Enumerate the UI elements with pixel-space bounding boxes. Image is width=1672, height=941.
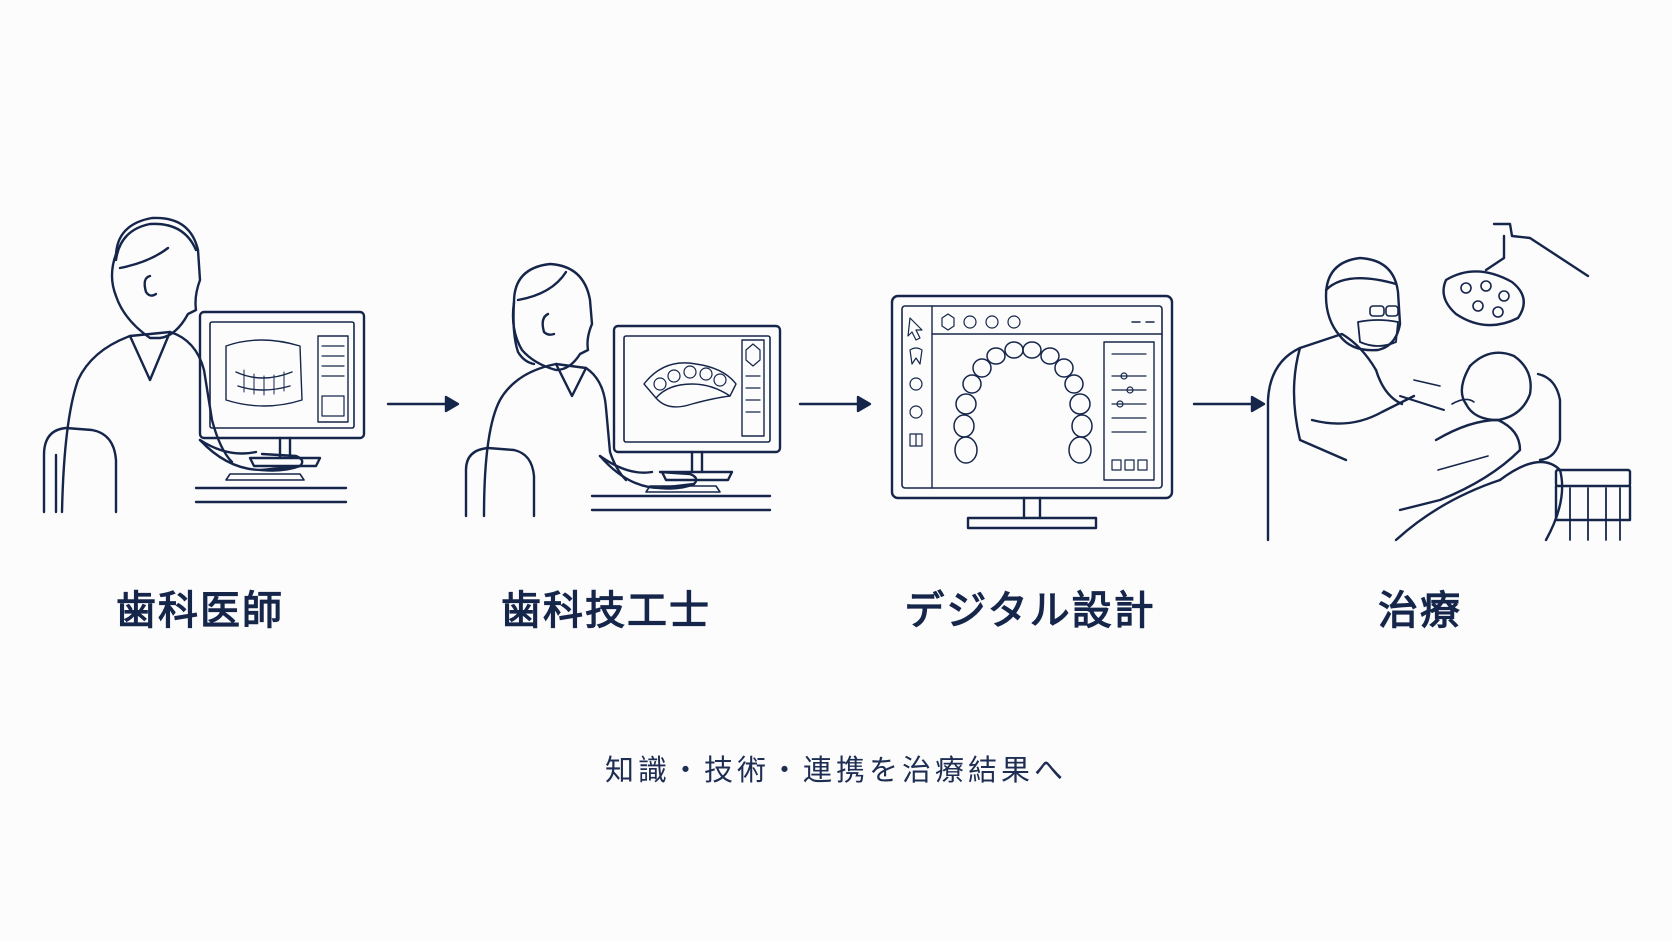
step-label-dentist: 歯科医師 xyxy=(116,588,284,634)
step-label-treatment: 治療 xyxy=(1378,588,1462,634)
dental-technician-at-monitor-icon xyxy=(464,262,782,518)
dentist-at-monitor-icon xyxy=(42,216,366,514)
arrow-right-icon xyxy=(798,395,872,413)
arrow-right-icon xyxy=(1192,395,1266,413)
tagline: 知識・技術・連携を治療結果へ xyxy=(604,753,1067,787)
arrow-right-icon xyxy=(386,395,460,413)
step-label-dental-technician: 歯科技工士 xyxy=(501,588,711,634)
digital-design-monitor-icon xyxy=(890,294,1174,530)
step-label-digital-design: デジタル設計 xyxy=(904,588,1156,634)
dental-treatment-icon xyxy=(1266,222,1632,542)
